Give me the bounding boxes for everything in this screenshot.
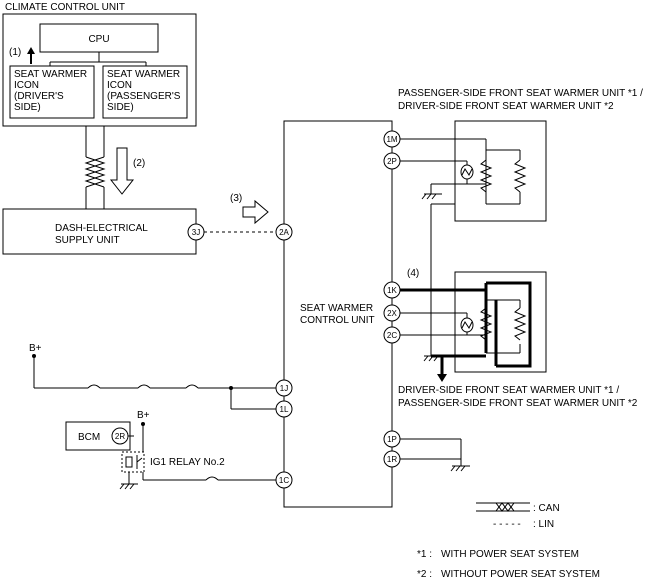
seat-warmer-control-line-1: SEAT WARMER (300, 303, 373, 314)
upper-heater-element-2 (513, 159, 527, 193)
ig1-relay-icon (121, 451, 145, 473)
lower-ground-icon (423, 355, 440, 362)
connector-2c (383, 326, 401, 344)
b-plus-relay-label: B+ (137, 410, 150, 421)
legend-lin-dashes: - - - - - (493, 519, 521, 530)
connector-1p-label: 1P (387, 435, 397, 444)
can-twisted-pair (84, 126, 106, 209)
connector-2c-label: 2C (387, 331, 397, 340)
passenger-icon-line-4: SIDE) (107, 102, 134, 113)
connector-2p (383, 152, 401, 170)
dash-electrical-line-1: DASH-ELECTRICAL (55, 223, 148, 234)
dash-electrical-line-2: SUPPLY UNIT (55, 235, 120, 246)
connector-1c-label: 1C (279, 476, 289, 485)
seat-warmer-control-unit-box (283, 120, 393, 508)
passenger-icon-line-2: ICON (107, 80, 132, 91)
seat-warmer-icon-driver-box (9, 65, 95, 119)
legend-can-icon (476, 502, 530, 512)
control-ground-icon (450, 465, 470, 472)
connector-2r-label: 2R (115, 432, 125, 441)
connector-2x (383, 304, 401, 322)
note-2-mark: *2 : (417, 569, 432, 580)
driver-icon-line-2: ICON (14, 80, 39, 91)
lower-heater-element-2 (513, 307, 527, 341)
seat-warmer-icon-passenger-box (102, 65, 188, 119)
legend-lin-label: : LIN (533, 519, 554, 530)
note-1-text: WITH POWER SEAT SYSTEM (441, 549, 579, 560)
connector-1j-label: 1J (280, 384, 288, 393)
upper-heater-element-1 (479, 159, 493, 193)
connector-2p-label: 2P (387, 157, 397, 166)
driver-icon-line-1: SEAT WARMER (14, 69, 87, 80)
lin-marker-3: (3) (230, 193, 242, 204)
climate-control-unit-title: CLIMATE CONTROL UNIT (5, 2, 125, 13)
cpu-label: CPU (88, 34, 109, 45)
bcm-label: BCM (78, 432, 100, 443)
signal-marker-1: (1) (9, 47, 21, 58)
connector-1m-label: 1M (386, 135, 397, 144)
lower-unit-label-line-2: PASSENGER-SIDE FRONT SEAT WARMER UNIT *2 (398, 398, 638, 409)
connector-2a (275, 223, 293, 241)
cpu-box (39, 23, 159, 53)
lin-direction-arrow-icon (242, 199, 269, 225)
lower-unit-label-line-1: DRIVER-SIDE FRONT SEAT WARMER UNIT *1 / (398, 385, 619, 396)
upper-unit-label-line-2: DRIVER-SIDE FRONT SEAT WARMER UNIT *2 (398, 101, 614, 112)
connector-2x-label: 2X (387, 309, 397, 318)
note-1-mark: *1 : (417, 549, 432, 560)
can-direction-arrow-icon (109, 147, 135, 195)
fuse-line-b-plus (34, 384, 276, 389)
passenger-icon-line-1: SEAT WARMER (107, 69, 180, 80)
driver-icon-line-3: (DRIVER'S (14, 91, 64, 102)
lower-unit-marker-4: (4) (407, 268, 419, 279)
b-plus-label: B+ (29, 343, 42, 354)
up-arrow-icon (27, 47, 35, 64)
dash-electrical-supply-unit-box (2, 208, 197, 255)
connector-1r-label: 1R (387, 455, 397, 464)
note-2-text: WITHOUT POWER SEAT SYSTEM (441, 569, 600, 580)
connector-2a-label: 2A (279, 228, 289, 237)
lower-ground-arrow-icon (437, 374, 447, 382)
connector-1p (383, 430, 401, 448)
upper-ground-icon (421, 193, 442, 200)
connector-1r (383, 450, 401, 468)
driver-icon-line-4: SIDE) (14, 102, 41, 113)
connector-1k-label: 1K (387, 286, 397, 295)
ig1-relay-label: IG1 RELAY No.2 (150, 457, 225, 468)
relay-ground-icon (119, 483, 138, 490)
connector-1l-label: 1L (280, 405, 289, 414)
seat-warmer-control-line-2: CONTROL UNIT (300, 315, 375, 326)
connector-1m (383, 130, 401, 148)
can-marker-2: (2) (133, 158, 145, 169)
passenger-icon-line-3: (PASSENGER'S (107, 91, 181, 102)
connector-1k (383, 281, 401, 299)
connector-3j-label: 3J (192, 228, 200, 237)
upper-unit-label-line-1: PASSENGER-SIDE FRONT SEAT WARMER UNIT *1… (398, 88, 643, 99)
legend-can-label: : CAN (533, 503, 560, 514)
